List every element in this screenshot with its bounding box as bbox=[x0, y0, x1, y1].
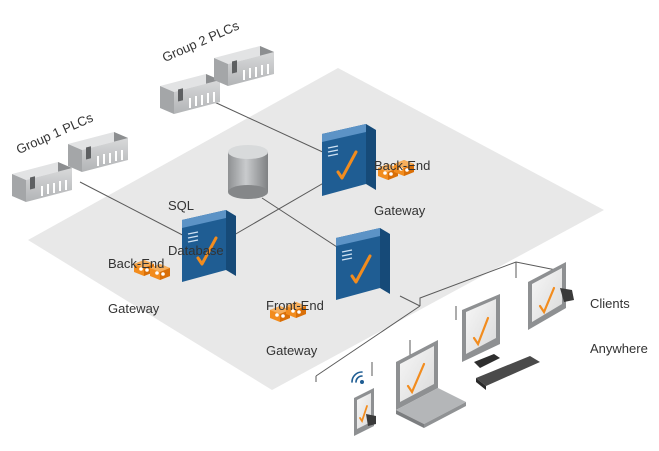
backend-left-line-1: Back-End bbox=[108, 256, 165, 271]
connection-lines bbox=[79, 99, 557, 382]
backend-left-line-2: Gateway bbox=[108, 301, 160, 316]
sql-label-line-2: Database bbox=[168, 243, 224, 258]
monitor-icon bbox=[528, 262, 574, 330]
clients-line-2: Anywhere bbox=[590, 341, 648, 356]
wifi-icon bbox=[351, 371, 364, 384]
frontend-line-2: Gateway bbox=[266, 343, 318, 358]
network-platform bbox=[28, 68, 604, 390]
backend-right-line-1: Back-End bbox=[374, 158, 431, 173]
backend-right-line-2: Gateway bbox=[374, 203, 426, 218]
database-cylinder-icon bbox=[228, 145, 268, 199]
phone-icon bbox=[354, 388, 376, 436]
back-end-gateway-left-label: Back-End Gateway bbox=[108, 226, 164, 331]
monitor-icon bbox=[462, 294, 540, 390]
front-end-gateway-label: Front-End Gateway bbox=[266, 268, 324, 373]
back-end-gateway-right-label: Back-End Gateway bbox=[374, 128, 430, 233]
sql-database-label: SQL Database bbox=[168, 168, 224, 273]
sql-label-line-1: SQL bbox=[168, 198, 195, 213]
clients-line-1: Clients bbox=[590, 296, 630, 311]
frontend-line-1: Front-End bbox=[266, 298, 324, 313]
laptop-icon bbox=[396, 340, 466, 428]
clients-anywhere-label: Clients Anywhere bbox=[590, 266, 648, 371]
